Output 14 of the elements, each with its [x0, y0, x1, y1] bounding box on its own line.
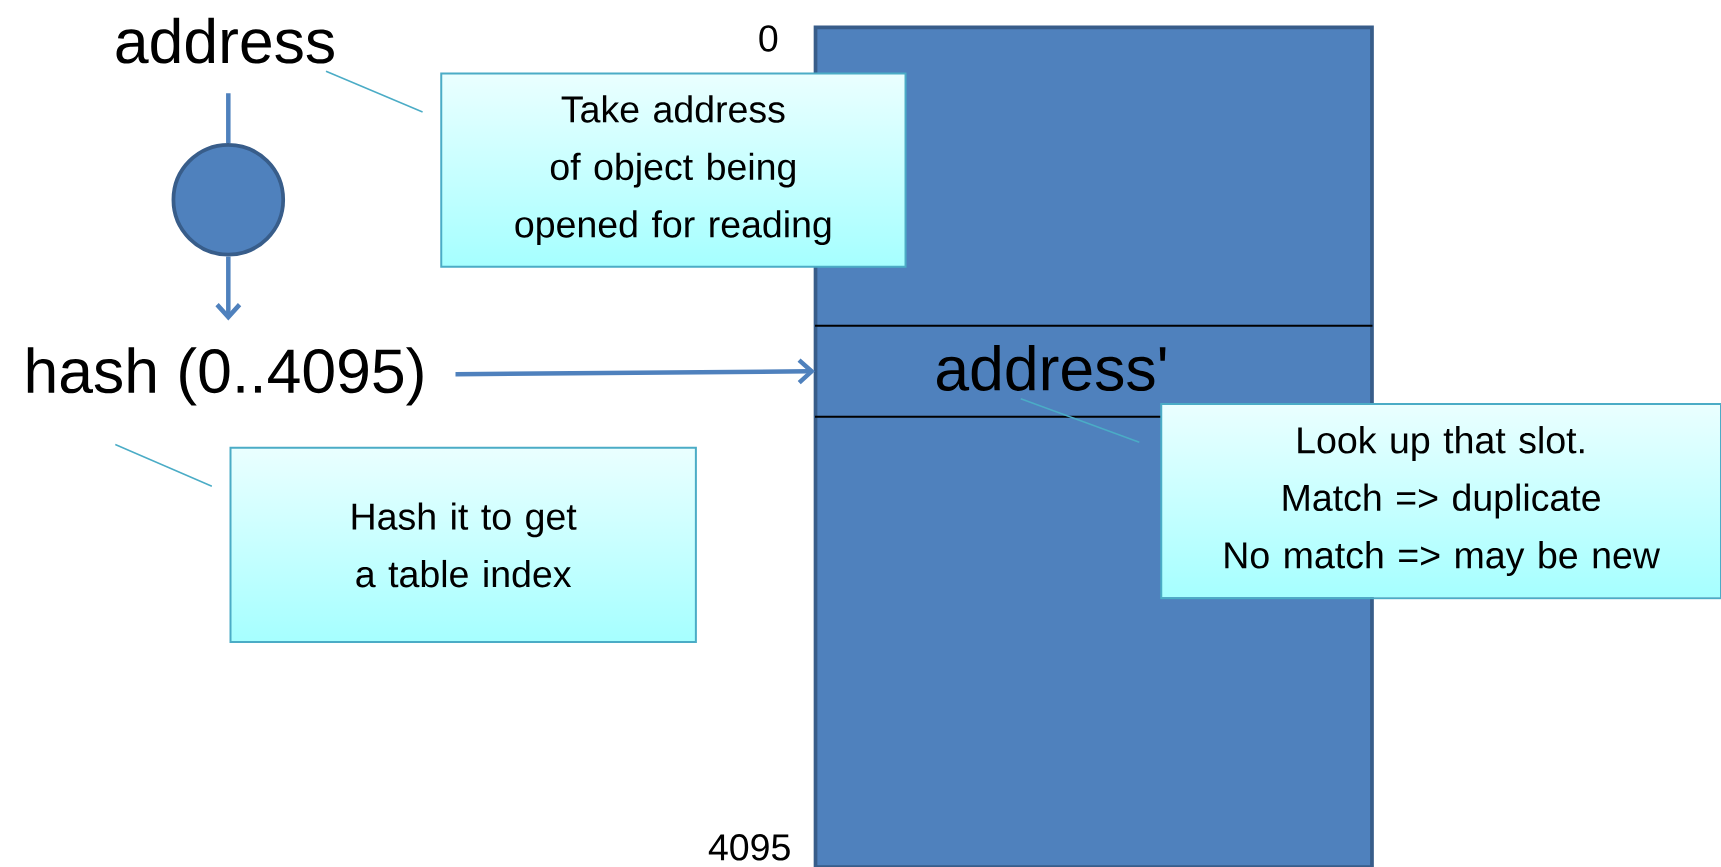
arrow: [455, 358, 815, 385]
circle-shape: [171, 142, 286, 257]
callout-box: Hash it to get a table index: [229, 446, 697, 644]
connector-line: [226, 93, 231, 143]
arrow: [215, 256, 242, 321]
leader-line: [325, 70, 424, 113]
big-label: hash (0..4095): [27, 347, 423, 406]
callout-box: Look up that slot. Match => duplicate No match => may be new: [1160, 402, 1721, 600]
leader-line: [1020, 397, 1141, 443]
callout-box: Take address of object being opened for reading: [440, 72, 907, 268]
big-label: address: [116, 17, 334, 64]
leader-line: [114, 443, 213, 487]
index-label: 0: [759, 25, 778, 52]
index-label: 4095: [708, 834, 790, 861]
